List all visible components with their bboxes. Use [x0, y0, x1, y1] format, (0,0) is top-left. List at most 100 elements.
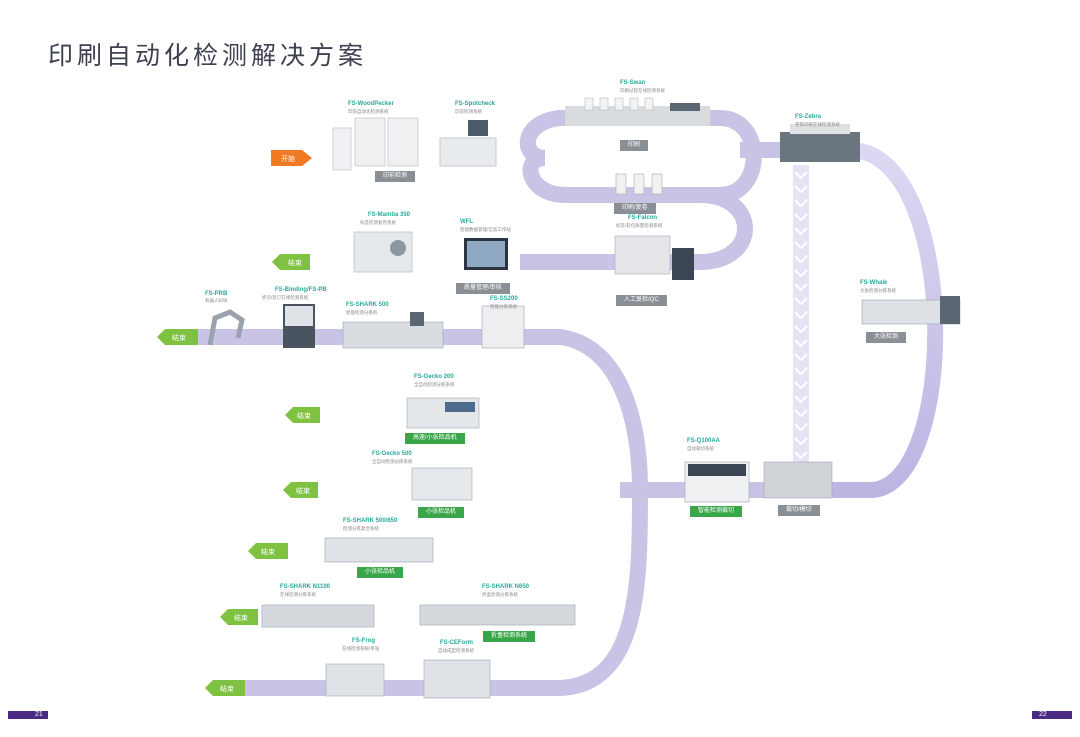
chevron: [794, 423, 808, 432]
flow-vertical: [793, 165, 809, 465]
flow-down-arc: [230, 489, 648, 696]
product-name: FS-CEForm: [440, 640, 473, 646]
stage-label-foldbox: 折盒检测系统: [483, 631, 536, 642]
chevron: [794, 199, 808, 208]
machine-swan: [565, 97, 710, 126]
chevron: [794, 297, 808, 306]
stage-label-proof: 印刷/复卷: [614, 203, 656, 214]
machine-zebra: [780, 124, 860, 162]
product-name: FS-Whale: [860, 280, 888, 286]
stage-label-big: 大张检测: [866, 332, 907, 343]
product-desc: 折页/装订在线检测系统: [262, 295, 309, 300]
stage-label-print: 印刷: [620, 140, 649, 151]
chevron: [794, 437, 808, 446]
product-desc: 在线检测分拣系统: [280, 592, 316, 597]
product-name: FS-Gecko 200: [414, 374, 454, 380]
stage-label-gecko500: 小张检品机: [418, 507, 465, 518]
machine-cut: [763, 461, 833, 499]
chevron: [794, 325, 808, 334]
start-arrow: [271, 150, 312, 166]
end-label: 结束: [297, 413, 311, 420]
flow-right-arc: [780, 142, 944, 498]
stage-label-audit: 质量管理/审核: [456, 283, 510, 294]
product-desc: 机器人码垛: [205, 298, 228, 303]
chevron: [794, 353, 808, 362]
product-name: WFL: [460, 219, 473, 225]
product-name: FS-Zebra: [795, 114, 822, 120]
machine-whale: [861, 296, 961, 325]
product-desc: 智能检测分拣机: [346, 310, 378, 315]
machine-mamba: [353, 231, 413, 273]
chevron: [794, 409, 808, 418]
end-label: 结束: [288, 260, 302, 267]
chevron: [794, 171, 808, 180]
end-label: 结束: [296, 488, 310, 495]
product-name: FS-Spotcheck: [455, 101, 496, 107]
machine-sharkn1100: [261, 604, 375, 628]
machine-spotcheck: [439, 120, 497, 167]
chevron: [794, 381, 808, 390]
product-desc: 标签检测复卷系统: [360, 220, 396, 225]
stage-label-shark650: 小张检品机: [357, 567, 404, 578]
machine-ss200: [481, 305, 525, 349]
product-name: FS-WoodPecker: [348, 101, 394, 107]
product-name: FS-Q100AA: [687, 438, 721, 444]
end-label: 结束: [234, 615, 248, 622]
product-name: FS-PRB: [205, 291, 228, 297]
chevron: [794, 311, 808, 320]
flow-falcon-loop: [520, 187, 753, 270]
chevrons: [794, 171, 808, 460]
stage-label-manual: 人工复检/QC: [616, 295, 667, 306]
machine-gecko200: [406, 397, 480, 429]
chevron: [794, 367, 808, 376]
chevron: [794, 269, 808, 278]
product-desc: 全自动检测分拣系统: [414, 382, 455, 387]
product-desc: 印刷过程在线检测系统: [620, 88, 665, 93]
end-label: 结束: [261, 549, 275, 556]
flow-distribution-arc: [170, 329, 648, 491]
product-name: FS-Falcon: [628, 215, 658, 221]
page-title: 印刷自动化检测解决方案: [48, 41, 368, 70]
product-desc: 自动裁切系统: [687, 446, 714, 451]
product-desc: 印前自动化检测系统: [348, 109, 389, 114]
page-number-left: 21: [35, 711, 43, 718]
product-name: FS-Mamba 350: [368, 212, 411, 218]
product-name: FS-Swan: [620, 80, 646, 86]
page-number-right: 22: [1039, 711, 1047, 718]
start-label: 开始: [281, 156, 295, 163]
machine-shark500: [342, 312, 444, 349]
end-label: 结束: [172, 335, 186, 342]
machine-woodpecker: [332, 117, 419, 171]
chevron: [794, 213, 808, 222]
product-desc: 大张检测分拣系统: [860, 288, 896, 293]
product-name: FS-SHARK 500/650: [343, 518, 398, 524]
product-name: FS-SS200: [490, 296, 518, 302]
product-desc: 检测分拣复合系统: [343, 526, 379, 531]
machine-binding: [283, 304, 315, 348]
product-desc: 在线检测系统/单张: [342, 646, 380, 651]
machine-proof: [615, 173, 663, 195]
product-desc: 自动成型检测系统: [438, 648, 474, 653]
product-name: FS-Binding/FS-PB: [275, 287, 327, 293]
stage-label-gecko200: 高速/小张检品机: [405, 433, 465, 444]
chevron: [794, 451, 808, 460]
end-arrows: [157, 254, 320, 696]
product-desc: 折盒检测分拣系统: [482, 592, 518, 597]
product-name: FS-SHARK N1100: [280, 584, 331, 590]
stage-label-cut: 裁切/模切: [778, 505, 820, 516]
product-desc: 卷筒印刷在线检测系统: [795, 122, 840, 127]
chevron: [794, 185, 808, 194]
machine-frog: [325, 663, 385, 697]
chevron: [794, 283, 808, 292]
chevron: [794, 339, 808, 348]
machine-falcon: [614, 235, 694, 280]
product-desc: 全自动检测分拣系统: [372, 459, 413, 464]
machine-sharkn650: [419, 604, 576, 626]
end-label: 结束: [220, 686, 234, 693]
product-name: FS-SHARK 500: [346, 302, 389, 308]
chevron: [794, 227, 808, 236]
product-desc: 标签/软包质量检测系统: [616, 223, 663, 228]
chevron: [794, 395, 808, 404]
